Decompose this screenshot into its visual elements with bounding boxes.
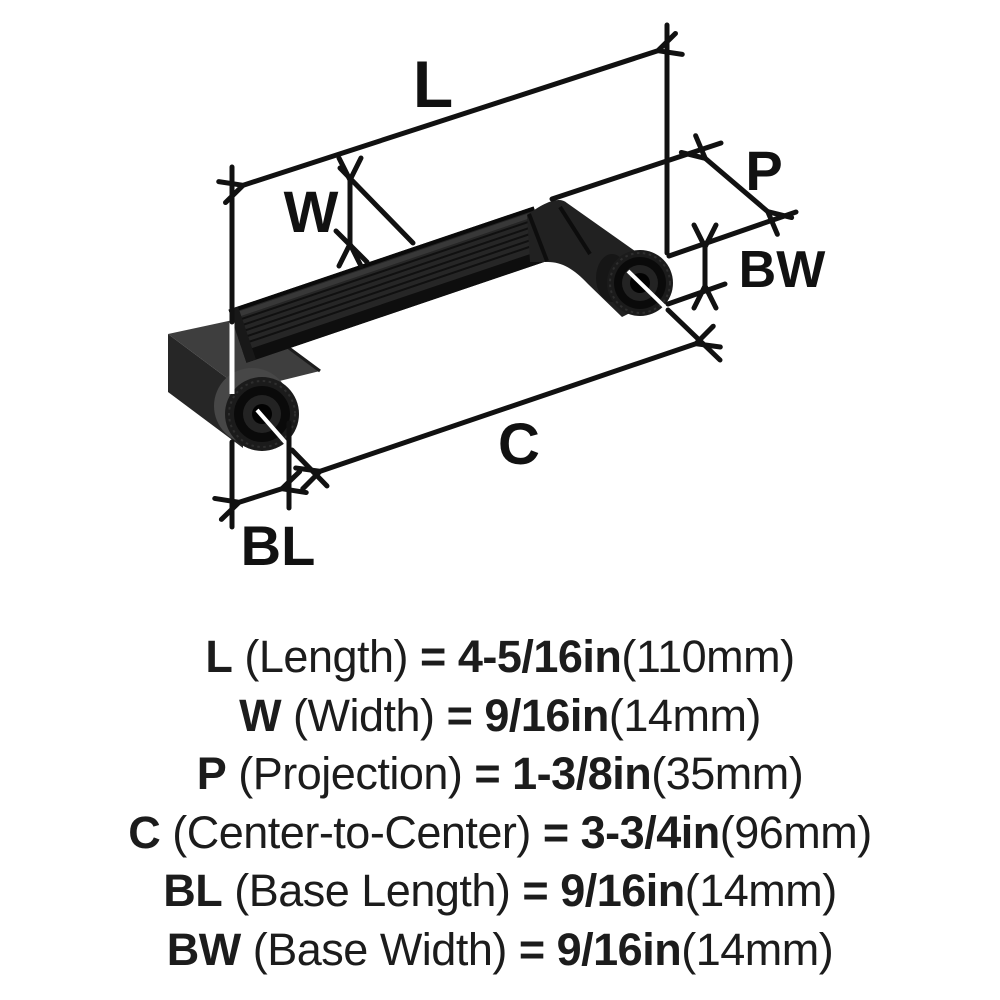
- bar-arm-junction: [527, 213, 549, 262]
- bar-highlight: [230, 211, 537, 320]
- label-w: W: [284, 180, 339, 245]
- pull-handle: [168, 200, 673, 452]
- spec-metric: (96mm): [719, 806, 873, 858]
- bar-flutes: [232, 217, 546, 346]
- spec-value: = 9/16in: [518, 923, 682, 975]
- label-l: L: [413, 47, 453, 121]
- spec-value: = 3-3/4in: [542, 806, 720, 858]
- bl-dimension-arrow: [240, 489, 281, 502]
- spec-symbol: W: [239, 689, 282, 741]
- spec-symbol: L: [205, 631, 233, 682]
- spec-name: (Base Length): [222, 865, 523, 916]
- spec-line-length: L (Length) = 4-5/16in(110mm): [0, 628, 1000, 687]
- spec-name: (Width): [281, 689, 447, 741]
- dimension-spec-list: L (Length) = 4-5/16in(110mm) W (Width) =…: [0, 628, 1000, 979]
- spec-symbol: C: [128, 806, 161, 858]
- spec-symbol: P: [196, 748, 227, 799]
- p-dimension-arrow: [706, 159, 767, 211]
- label-bw: BW: [739, 241, 827, 299]
- dimension-lines: [232, 22, 799, 530]
- spec-symbol: BL: [163, 865, 223, 916]
- bar-end-cap: [228, 306, 256, 363]
- spec-name: (Projection): [226, 748, 475, 799]
- label-c: C: [498, 412, 540, 477]
- spec-name: (Center-to-Center): [160, 806, 543, 858]
- spec-line-base-width: BW (Base Width) = 9/16in(14mm): [0, 921, 1000, 980]
- spec-metric: (14mm): [681, 923, 834, 975]
- p-extension-upper: [549, 140, 724, 202]
- c-tick-left: [289, 447, 330, 489]
- l-dimension-arrow: [244, 51, 657, 185]
- right-cap-knurl: [609, 252, 671, 314]
- label-p: P: [745, 139, 782, 202]
- spec-symbol: BW: [166, 923, 241, 975]
- spec-value: = 4-5/16in: [420, 631, 622, 682]
- dimension-labels: L W P BW C BL: [241, 47, 827, 577]
- spec-metric: (14mm): [684, 865, 838, 916]
- spec-value: = 9/16in: [446, 689, 610, 741]
- spec-line-base-length: BL (Base Length) = 9/16in(14mm): [0, 862, 1000, 921]
- spec-metric: (110mm): [621, 631, 795, 682]
- spec-metric: (35mm): [651, 748, 804, 799]
- bw-tick-lower: [665, 281, 728, 307]
- spec-value: = 9/16in: [522, 865, 685, 916]
- label-bl: BL: [241, 514, 316, 577]
- left-screw-axis-white: [255, 408, 294, 452]
- spec-line-width: W (Width) = 9/16in(14mm): [0, 687, 1000, 746]
- right-arm-crease: [558, 205, 592, 256]
- c-dimension-arrow: [321, 344, 695, 471]
- bar-body: [228, 206, 552, 363]
- spec-line-projection: P (Projection) = 1-3/8in(35mm): [0, 745, 1000, 804]
- handle-bar: [228, 206, 552, 363]
- spec-metric: (14mm): [608, 689, 762, 741]
- spec-name: (Length): [232, 631, 421, 682]
- spec-line-center-to-center: C (Center-to-Center) = 3-3/4in(96mm): [0, 804, 1000, 863]
- right-screw-axis-white: [626, 269, 670, 312]
- spec-value: = 1-3/8in: [474, 748, 652, 799]
- bar-top-edge: [228, 206, 535, 314]
- spec-name: (Base Width): [240, 923, 519, 975]
